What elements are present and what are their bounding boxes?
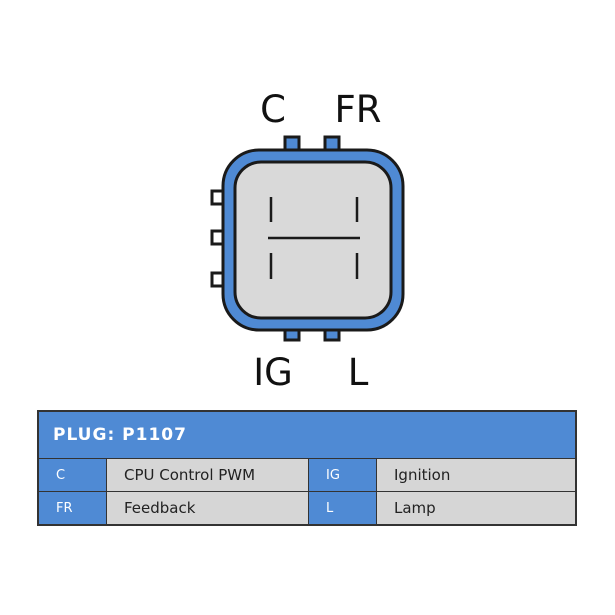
pin-description-cell: CPU Control PWM [107, 459, 309, 491]
plug-table: PLUG: P1107 C CPU Control PWM IG Ignitio… [37, 410, 577, 526]
pin-code-cell: C [39, 459, 107, 491]
pin-label-fr: FR [335, 88, 382, 131]
pin-label-c: C [260, 88, 286, 131]
pin-code-cell: FR [39, 492, 107, 524]
pin-description-cell: Lamp [377, 492, 575, 524]
table-row: C CPU Control PWM IG Ignition [39, 459, 575, 491]
table-row: FR Feedback L Lamp [39, 491, 575, 524]
pin-label-ig: IG [253, 351, 293, 394]
pin-label-l: L [348, 351, 369, 394]
pin-code-cell: IG [309, 459, 377, 491]
connector-face [233, 160, 393, 320]
pin-code-cell: L [309, 492, 377, 524]
plug-title: PLUG: P1107 [39, 412, 575, 459]
pin-description-cell: Ignition [377, 459, 575, 491]
pin-description-cell: Feedback [107, 492, 309, 524]
